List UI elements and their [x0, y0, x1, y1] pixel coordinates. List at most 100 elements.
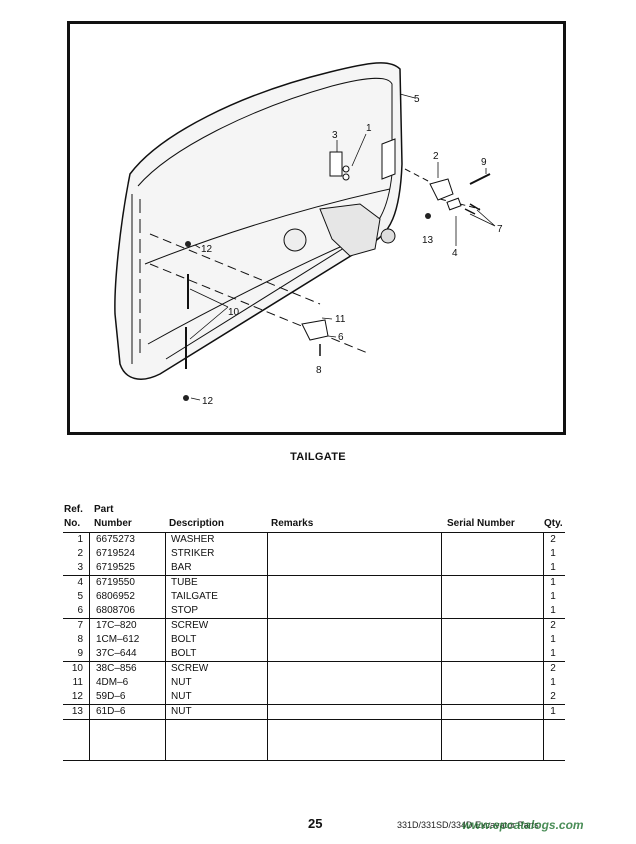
callout-8: 8: [316, 365, 322, 376]
callout-13: 13: [422, 235, 434, 246]
qty-cell: 1: [550, 648, 556, 659]
description-cell: NUT: [171, 677, 192, 688]
ref-cell: 5: [77, 591, 83, 602]
ref-cell: 11: [72, 677, 83, 688]
callout-12-upper: 12: [201, 244, 213, 255]
callout-1: 1: [366, 123, 372, 134]
part-number-cell: 6719550: [96, 577, 135, 588]
qty-cell: 2: [550, 691, 556, 702]
qty-cell: 1: [550, 591, 556, 602]
callout-3: 3: [332, 130, 338, 141]
table-empty-group: [63, 720, 565, 760]
callout-10: 10: [228, 307, 240, 318]
description-cell: NUT: [171, 691, 192, 702]
header-remarks: Remarks: [271, 518, 314, 529]
ref-cell: 13: [71, 706, 83, 717]
callout-12-lower: 12: [202, 396, 214, 407]
description-cell: NUT: [171, 706, 192, 717]
part-number-cell: 17C–820: [96, 620, 137, 631]
ref-cell: 10: [71, 663, 83, 674]
header-serial-number: Serial Number: [447, 518, 515, 529]
ref-cell: 9: [77, 648, 83, 659]
description-cell: STOP: [171, 605, 199, 616]
table-group: 4 6719550 TUBE 1 5 6806952 TAILGATE 1 6 6808706 ST…: [63, 576, 565, 619]
part-number-cell: 61D–6: [96, 706, 126, 717]
qty-cell: 2: [550, 534, 556, 545]
table-row: 2 6719524 STRIKER 1: [63, 547, 565, 561]
callout-7: 7: [497, 224, 503, 235]
qty-cell: 1: [550, 605, 556, 616]
table-row: 8 1CM–612 BOLT 1: [63, 633, 565, 647]
table-row: 13 61D–6 NUT 1: [63, 705, 565, 719]
table-group: 13 61D–6 NUT 1: [63, 705, 565, 720]
qty-cell: 1: [550, 562, 556, 573]
page-number: 25: [308, 816, 323, 831]
ref-cell: 1: [77, 534, 83, 545]
part-number-cell: 6719525: [96, 562, 135, 573]
part-number-cell: 59D–6: [96, 691, 126, 702]
qty-cell: 1: [550, 634, 556, 645]
description-cell: WASHER: [171, 534, 215, 545]
header-part-top: Part: [94, 504, 114, 515]
table-header: Ref. No. Part Number Description Remarks…: [63, 504, 565, 532]
qty-cell: 1: [550, 548, 556, 559]
description-cell: TAILGATE: [171, 591, 218, 602]
tailgate-illustration: 1 2 3 4 5 6 7 8 9 10 11 12 12 13: [114, 62, 503, 407]
table-row: 7 17C–820 SCREW 2: [63, 619, 565, 633]
tailgate-diagram: 1 2 3 4 5 6 7 8 9 10 11 12 12 13: [67, 21, 566, 435]
part-number-cell: 38C–856: [96, 663, 137, 674]
ref-cell: 6: [77, 605, 83, 616]
description-cell: BOLT: [171, 648, 197, 659]
callout-9: 9: [481, 157, 487, 168]
qty-cell: 1: [550, 706, 556, 717]
description-cell: BAR: [171, 562, 192, 573]
description-cell: STRIKER: [171, 548, 215, 559]
table-row: 4 6719550 TUBE 1: [63, 576, 565, 590]
qty-cell: 1: [550, 577, 556, 588]
callout-5: 5: [414, 94, 420, 105]
part-number-cell: 6719524: [96, 548, 135, 559]
table-row: 11 4DM–6 NUT 1: [63, 676, 565, 690]
header-description: Description: [169, 518, 225, 529]
footer-title: 331D/331SD/334D Excavator Parts: [397, 820, 539, 830]
table-row: 10 38C–856 SCREW 2: [63, 662, 565, 676]
part-number-cell: 6808706: [96, 605, 135, 616]
callout-2: 2: [433, 151, 439, 162]
figure-caption: TAILGATE: [290, 451, 346, 463]
ref-cell: 8: [77, 634, 83, 645]
ref-cell: 4: [77, 577, 83, 588]
ref-cell: 7: [77, 620, 83, 631]
callout-4: 4: [452, 248, 458, 259]
part-number-cell: 6806952: [96, 591, 135, 602]
table-row: 9 37C–644 BOLT 1: [63, 647, 565, 661]
parts-table: Ref. No. Part Number Description Remarks…: [63, 504, 565, 761]
table-row: 1 6675273 WASHER 2: [63, 533, 565, 547]
table-group: 1 6675273 WASHER 2 2 6719524 STRIKER 1 3 6719525 B…: [63, 533, 565, 576]
table-row: 6 6808706 STOP 1: [63, 604, 565, 618]
qty-cell: 2: [550, 620, 556, 631]
table-row: 5 6806952 TAILGATE 1: [63, 590, 565, 604]
callout-11: 11: [335, 314, 346, 325]
description-cell: TUBE: [171, 577, 198, 588]
part-number-cell: 4DM–6: [96, 677, 129, 688]
description-cell: SCREW: [171, 620, 209, 631]
table-row: 3 6719525 BAR 1: [63, 561, 565, 575]
ref-cell: 2: [77, 548, 83, 559]
watermark: www.epcatalogs.com: [462, 818, 584, 832]
callout-6: 6: [338, 332, 344, 343]
part-number-cell: 6675273: [96, 534, 135, 545]
description-cell: BOLT: [171, 634, 197, 645]
qty-cell: 2: [550, 663, 556, 674]
qty-cell: 1: [550, 677, 556, 688]
ref-cell: 12: [71, 691, 83, 702]
header-qty: Qty.: [544, 518, 563, 529]
ref-cell: 3: [77, 562, 83, 573]
description-cell: SCREW: [171, 663, 209, 674]
part-number-cell: 1CM–612: [96, 634, 140, 645]
header-ref-top: Ref.: [64, 504, 83, 515]
table-row: 12 59D–6 NUT 2: [63, 690, 565, 704]
part-number-cell: 37C–644: [96, 648, 137, 659]
